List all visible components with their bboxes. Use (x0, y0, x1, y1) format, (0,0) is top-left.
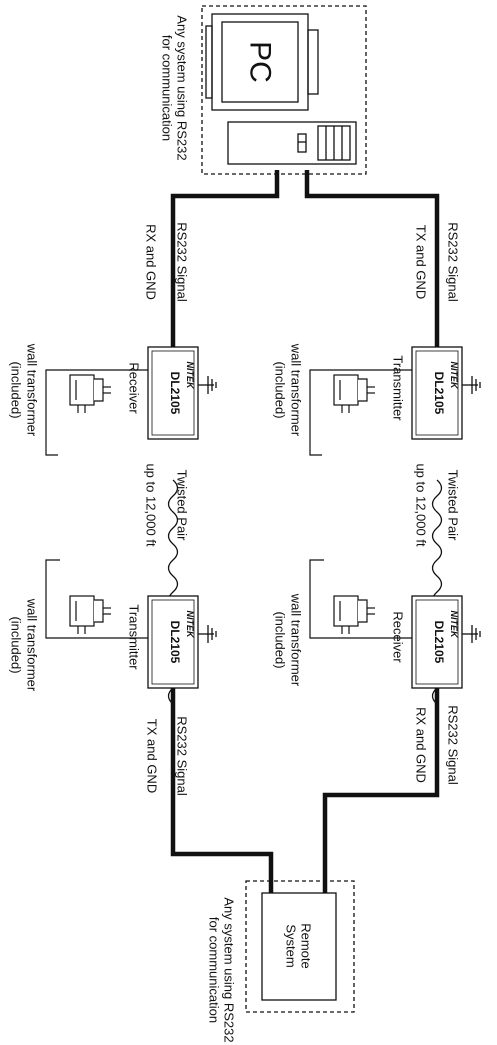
wall-adapter-icon (69, 374, 112, 414)
pc-system-boundary (201, 5, 367, 175)
power-top-left-line2: (included) (8, 361, 23, 418)
pc-left-signal-line2: RX and GND (143, 224, 158, 300)
device-bottom-right-role: Receiver (390, 611, 405, 663)
ground-icon (197, 624, 217, 644)
device-top-left-brand: NITEK (185, 362, 195, 391)
pc-right-signal-line1: RS232 Signal (445, 222, 460, 302)
ground-icon (461, 375, 481, 395)
power-bottom-right-line1: wall transformer (288, 593, 303, 687)
pc-caption-line1: Any system using RS232 (174, 15, 189, 160)
cable-left-line2: up to 12,000 ft (143, 463, 158, 547)
rs232-cables (170, 170, 440, 893)
cable-left-line1: Twisted Pair (174, 470, 189, 541)
pc-right-signal-line2: TX and GND (413, 225, 428, 299)
device-top-left-role: Receiver (126, 362, 141, 414)
ground-icon (461, 624, 481, 644)
device-top-left: NITEK DL2105 Receiver (126, 346, 217, 440)
pc-system: PC Any system using RS232 for communicat… (159, 5, 367, 175)
pc-monitor (205, 13, 319, 111)
pc-right-cable (304, 170, 440, 347)
wall-adapter-icon (333, 374, 376, 414)
device-bottom-right-model: DL2105 (432, 621, 446, 664)
device-bottom-right-brand: NITEK (449, 611, 459, 640)
wall-adapter-icon (69, 595, 112, 635)
remote-right-signal-line1: RS232 Signal (445, 705, 460, 785)
remote-caption-line2: for communication (206, 917, 221, 1023)
power-top-left-line1: wall transformer (24, 343, 39, 437)
pc-caption-line2: for communication (159, 35, 174, 141)
device-top-left-model: DL2105 (168, 372, 182, 415)
remote-left-signal-line1: RS232 Signal (174, 716, 189, 796)
pc-tower (227, 121, 357, 165)
device-bottom-left: NITEK DL2105 Transmitter (126, 595, 217, 689)
power-cords (45, 369, 412, 639)
ground-icon (197, 375, 217, 395)
remote-right-cable (322, 688, 440, 893)
cable-right-line2: up to 12,000 ft (413, 463, 428, 547)
pc-left-cable (170, 170, 280, 347)
remote-label-line2: System (283, 924, 298, 967)
power-bottom-right-line2: (included) (272, 611, 287, 668)
remote-right-signal-line2: RX and GND (413, 707, 428, 783)
remote-left-signal-line2: TX and GND (144, 719, 159, 793)
remote-caption-line1: Any system using RS232 (221, 897, 236, 1042)
power-bottom-left-line1: wall transformer (24, 598, 39, 692)
remote-system-box (261, 892, 337, 1001)
device-top-right-role: Transmitter (390, 355, 405, 421)
device-top-right-brand: NITEK (449, 362, 459, 391)
remote-label-line1: Remote (298, 923, 313, 969)
device-bottom-left-brand: NITEK (185, 611, 195, 640)
wall-adapter-icon (333, 595, 376, 635)
pc-left-signal-line1: RS232 Signal (174, 222, 189, 302)
cable-right-line1: Twisted Pair (445, 470, 460, 541)
device-bottom-right: NITEK DL2105 Receiver (390, 595, 481, 689)
device-bottom-left-model: DL2105 (168, 621, 182, 664)
power-bottom-left-line2: (included) (8, 616, 23, 673)
power-top-right-line1: wall transformer (288, 343, 303, 437)
power-top-right-line2: (included) (272, 361, 287, 418)
device-top-right: NITEK DL2105 Transmitter (390, 346, 481, 440)
device-top-right-model: DL2105 (432, 372, 446, 415)
remote-left-cable (170, 688, 274, 893)
remote-system: Remote System Any system using RS232 for… (206, 880, 355, 1043)
device-bottom-left-role: Transmitter (126, 604, 141, 670)
pc-screen-label: PC (244, 41, 277, 83)
